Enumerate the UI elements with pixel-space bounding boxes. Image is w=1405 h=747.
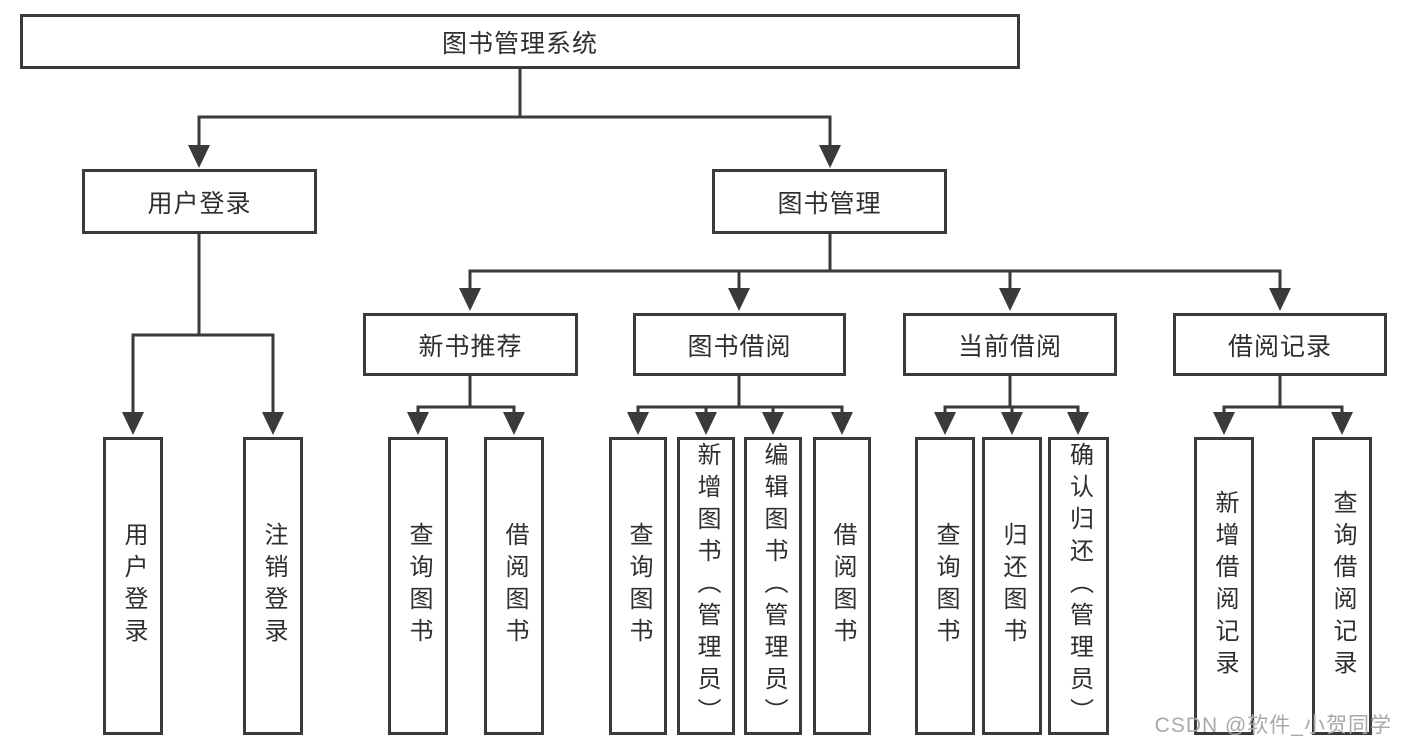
leaf-cb-confirm-return: 确认归还（管理员）	[1048, 437, 1109, 735]
connector-current-borrowing-to-leaves	[934, 374, 1089, 435]
connector-book-borrowing-to-leaves	[627, 374, 853, 435]
leaf-nb-query-books: 查询图书	[388, 437, 448, 735]
node-user-login: 用户登录	[82, 169, 317, 234]
leaf-logout: 注销登录	[243, 437, 303, 735]
node-book-borrowing: 图书借阅	[633, 313, 846, 376]
node-new-book-recommend: 新书推荐	[363, 313, 578, 376]
leaf-nb-borrow-books: 借阅图书	[484, 437, 544, 735]
leaf-cb-return-books: 归还图书	[982, 437, 1042, 735]
connector-root-to-level2	[188, 66, 841, 168]
leaf-bb-edit-books: 编辑图书（管理员）	[744, 437, 802, 735]
leaf-br-add-record: 新增借阅记录	[1194, 437, 1254, 735]
node-current-borrowing: 当前借阅	[903, 313, 1117, 376]
leaf-bb-add-books: 新增图书（管理员）	[677, 437, 735, 735]
watermark: CSDN @软件_小贺同学	[1154, 714, 1392, 737]
node-book-management: 图书管理	[712, 169, 947, 234]
connector-user-login-to-leaves	[122, 231, 284, 435]
connector-borrowing-records-to-leaves	[1213, 374, 1353, 435]
node-root: 图书管理系统	[20, 14, 1020, 69]
leaf-br-query-record: 查询借阅记录	[1312, 437, 1372, 735]
leaf-bb-borrow-books: 借阅图书	[813, 437, 871, 735]
node-borrowing-records: 借阅记录	[1173, 313, 1387, 376]
leaf-cb-query-books: 查询图书	[915, 437, 975, 735]
leaf-bb-query-books: 查询图书	[609, 437, 667, 735]
connector-new-book-to-leaves	[407, 374, 525, 435]
connector-book-management-to-level3	[459, 231, 1291, 311]
leaf-user-login: 用户登录	[103, 437, 163, 735]
